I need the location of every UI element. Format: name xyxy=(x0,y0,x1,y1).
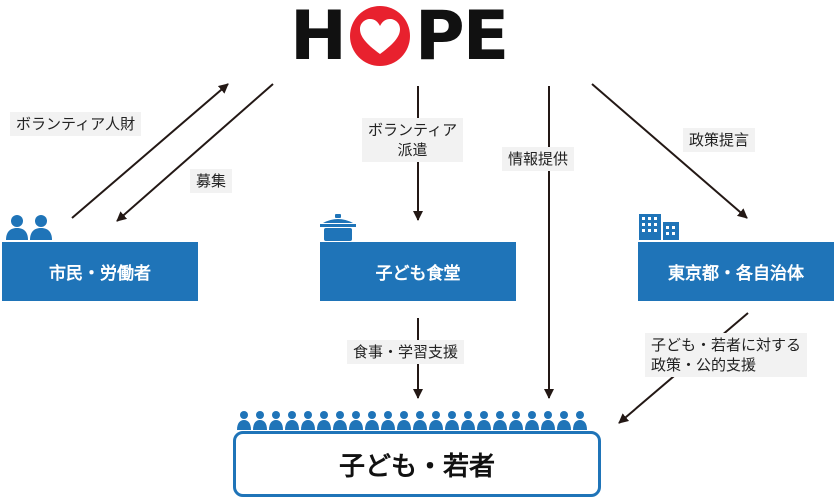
person-icon xyxy=(381,411,395,430)
hope-logo: H PE xyxy=(290,0,509,76)
person-icon xyxy=(349,411,363,430)
person-icon xyxy=(253,411,267,430)
label-volunteer-dispatch-line1: ボランティア xyxy=(368,121,458,139)
kitchen-box: 子ども食堂 xyxy=(320,242,516,301)
person-icon xyxy=(573,411,587,430)
person-icon xyxy=(237,411,251,430)
label-volunteer-dispatch: ボランティア 派遣 xyxy=(362,118,464,162)
person-icon xyxy=(285,411,299,430)
person-icon xyxy=(365,411,379,430)
pot-icon xyxy=(320,214,356,241)
label-policy-support-line1: 子ども・若者に対する xyxy=(651,336,802,354)
crowd-icon xyxy=(237,411,587,430)
person-icon xyxy=(477,411,491,430)
person-icon xyxy=(525,411,539,430)
person-icon xyxy=(445,411,459,430)
person-icon xyxy=(509,411,523,430)
logo-text-h: H xyxy=(290,0,347,76)
label-volunteer-talent: ボランティア人財 xyxy=(10,112,142,136)
person-icon xyxy=(301,411,315,430)
person-icon xyxy=(413,411,427,430)
citizens-box: 市民・労働者 xyxy=(2,242,198,301)
logo-text-pe: PE xyxy=(414,0,509,76)
label-policy-support-line2: 政策・公的支援 xyxy=(651,356,757,374)
person-icon xyxy=(429,411,443,430)
label-recruit: 募集 xyxy=(190,169,233,193)
person-icon xyxy=(557,411,571,430)
government-box: 東京都・各自治体 xyxy=(638,242,834,301)
person-icon xyxy=(541,411,555,430)
arrow-hope-to-government xyxy=(591,83,748,219)
label-volunteer-dispatch-line2: 派遣 xyxy=(397,141,428,159)
person-icon xyxy=(333,411,347,430)
label-food-support: 食事・学習支援 xyxy=(347,340,465,364)
arrow-hope-to-citizens xyxy=(116,83,274,222)
people-icon xyxy=(6,215,52,240)
label-policy-proposal: 政策提言 xyxy=(683,128,756,152)
person-icon xyxy=(269,411,283,430)
label-policy-support: 子ども・若者に対する 政策・公的支援 xyxy=(645,333,808,377)
building-icon xyxy=(639,214,679,240)
children-youth-box: 子ども・若者 xyxy=(233,431,601,497)
heart-icon xyxy=(347,5,413,67)
label-info: 情報提供 xyxy=(502,147,575,171)
person-icon xyxy=(317,411,331,430)
person-icon xyxy=(397,411,411,430)
person-icon xyxy=(493,411,507,430)
person-icon xyxy=(461,411,475,430)
arrow-citizens-to-hope xyxy=(71,83,229,219)
